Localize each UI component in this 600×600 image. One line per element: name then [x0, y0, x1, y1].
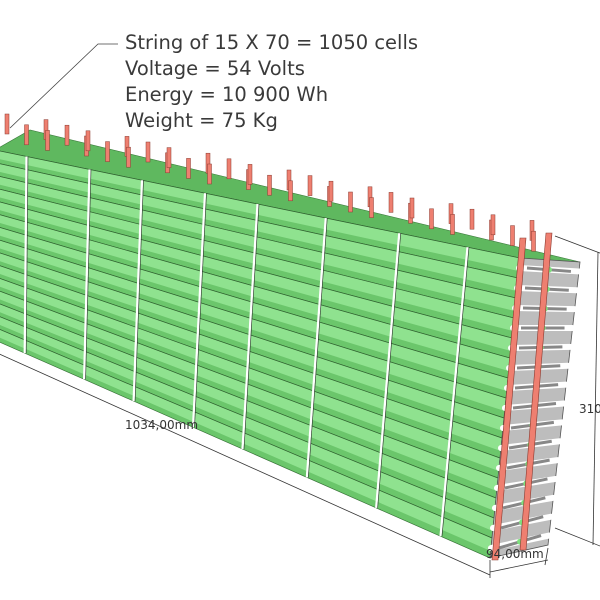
- cell-tab: [531, 230, 536, 252]
- cell-row-shadow: [0, 235, 507, 398]
- cell-divider-edge: [377, 233, 402, 508]
- cell-tab: [64, 124, 70, 146]
- cell-tab: [328, 180, 334, 202]
- depth-dimension-label: 94,00mm: [486, 547, 544, 561]
- spec-weight: Weight = 75 Kg: [125, 109, 278, 132]
- cell-tab: [348, 191, 353, 213]
- cell-divider-edge: [85, 169, 92, 380]
- cell-row-shadow: [0, 337, 491, 558]
- height-dimension-label: 310: [579, 402, 600, 416]
- cell-tab: [490, 214, 496, 236]
- dimension-extension: [554, 527, 600, 547]
- cell-tab: [207, 163, 212, 185]
- cell-divider: [83, 169, 91, 380]
- cell-tab: [166, 147, 172, 168]
- cell-tab: [105, 141, 110, 162]
- depth-dimension-line: [489, 559, 549, 573]
- cell-tab: [45, 130, 50, 151]
- cell-tab: [450, 214, 455, 235]
- cell-divider: [241, 203, 259, 450]
- cell-row-shadow: [0, 274, 501, 458]
- cell-divider-edge: [243, 203, 260, 450]
- cell-row-shadow: [0, 261, 503, 438]
- cell-row-shadow: [0, 210, 511, 358]
- cell-row-shadow: [0, 184, 515, 318]
- cell-row-shadow: [0, 223, 509, 378]
- spec-voltage: Voltage = 54 Volts: [125, 57, 305, 80]
- cell-divider-edge: [134, 180, 144, 402]
- cell-tab: [369, 197, 374, 218]
- cell-tab: [388, 192, 394, 213]
- cell-tab: [288, 180, 293, 202]
- spec-energy: Energy = 10 900 Wh: [125, 83, 329, 106]
- height-dimension-line: [592, 251, 599, 546]
- cell-tab: [24, 124, 29, 146]
- cell-row-shadow: [0, 324, 493, 538]
- cell-divider: [305, 217, 327, 478]
- cell-row-shadow: [0, 197, 513, 338]
- cell-divider: [132, 180, 144, 402]
- cell-divider: [375, 233, 401, 508]
- cell-divider-edge: [441, 247, 470, 537]
- cell-tab: [226, 158, 232, 180]
- cell-divider-edge: [25, 156, 29, 354]
- cell-tab: [469, 208, 475, 230]
- busbar: [519, 232, 553, 551]
- busbar: [491, 237, 527, 561]
- cell-row-shadow: [0, 159, 519, 278]
- leader-line: [9, 43, 118, 129]
- cell-tab: [510, 225, 515, 246]
- cell-tab: [145, 141, 151, 163]
- cell-tab: [307, 175, 313, 196]
- cell-row-shadow: [0, 299, 497, 498]
- cell-divider: [439, 247, 469, 537]
- cell-row-shadow: [0, 172, 517, 298]
- cell-tab: [126, 146, 131, 168]
- cell-tab: [247, 164, 253, 185]
- cell-row-shadow: [0, 286, 499, 478]
- cell-tab: [186, 158, 191, 179]
- spec-cells: String of 15 X 70 = 1050 cells: [125, 31, 419, 54]
- cell-divider: [23, 156, 28, 354]
- cell-divider-edge: [308, 218, 328, 478]
- cell-tab: [267, 174, 272, 196]
- dimension-extension: [554, 235, 600, 254]
- cell-tab: [409, 197, 415, 219]
- length-dimension-line: [0, 353, 491, 576]
- cell-tab: [429, 208, 434, 230]
- cell-divider-edge: [194, 193, 207, 428]
- length-dimension-label: 1034,00mm: [125, 418, 199, 432]
- cell-divider: [191, 193, 207, 428]
- cell-row-shadow: [0, 312, 495, 518]
- cell-tab: [4, 113, 10, 135]
- cell-row-shadow: [0, 248, 505, 418]
- cell-tab: [85, 130, 91, 152]
- dimension-extension: [544, 547, 549, 566]
